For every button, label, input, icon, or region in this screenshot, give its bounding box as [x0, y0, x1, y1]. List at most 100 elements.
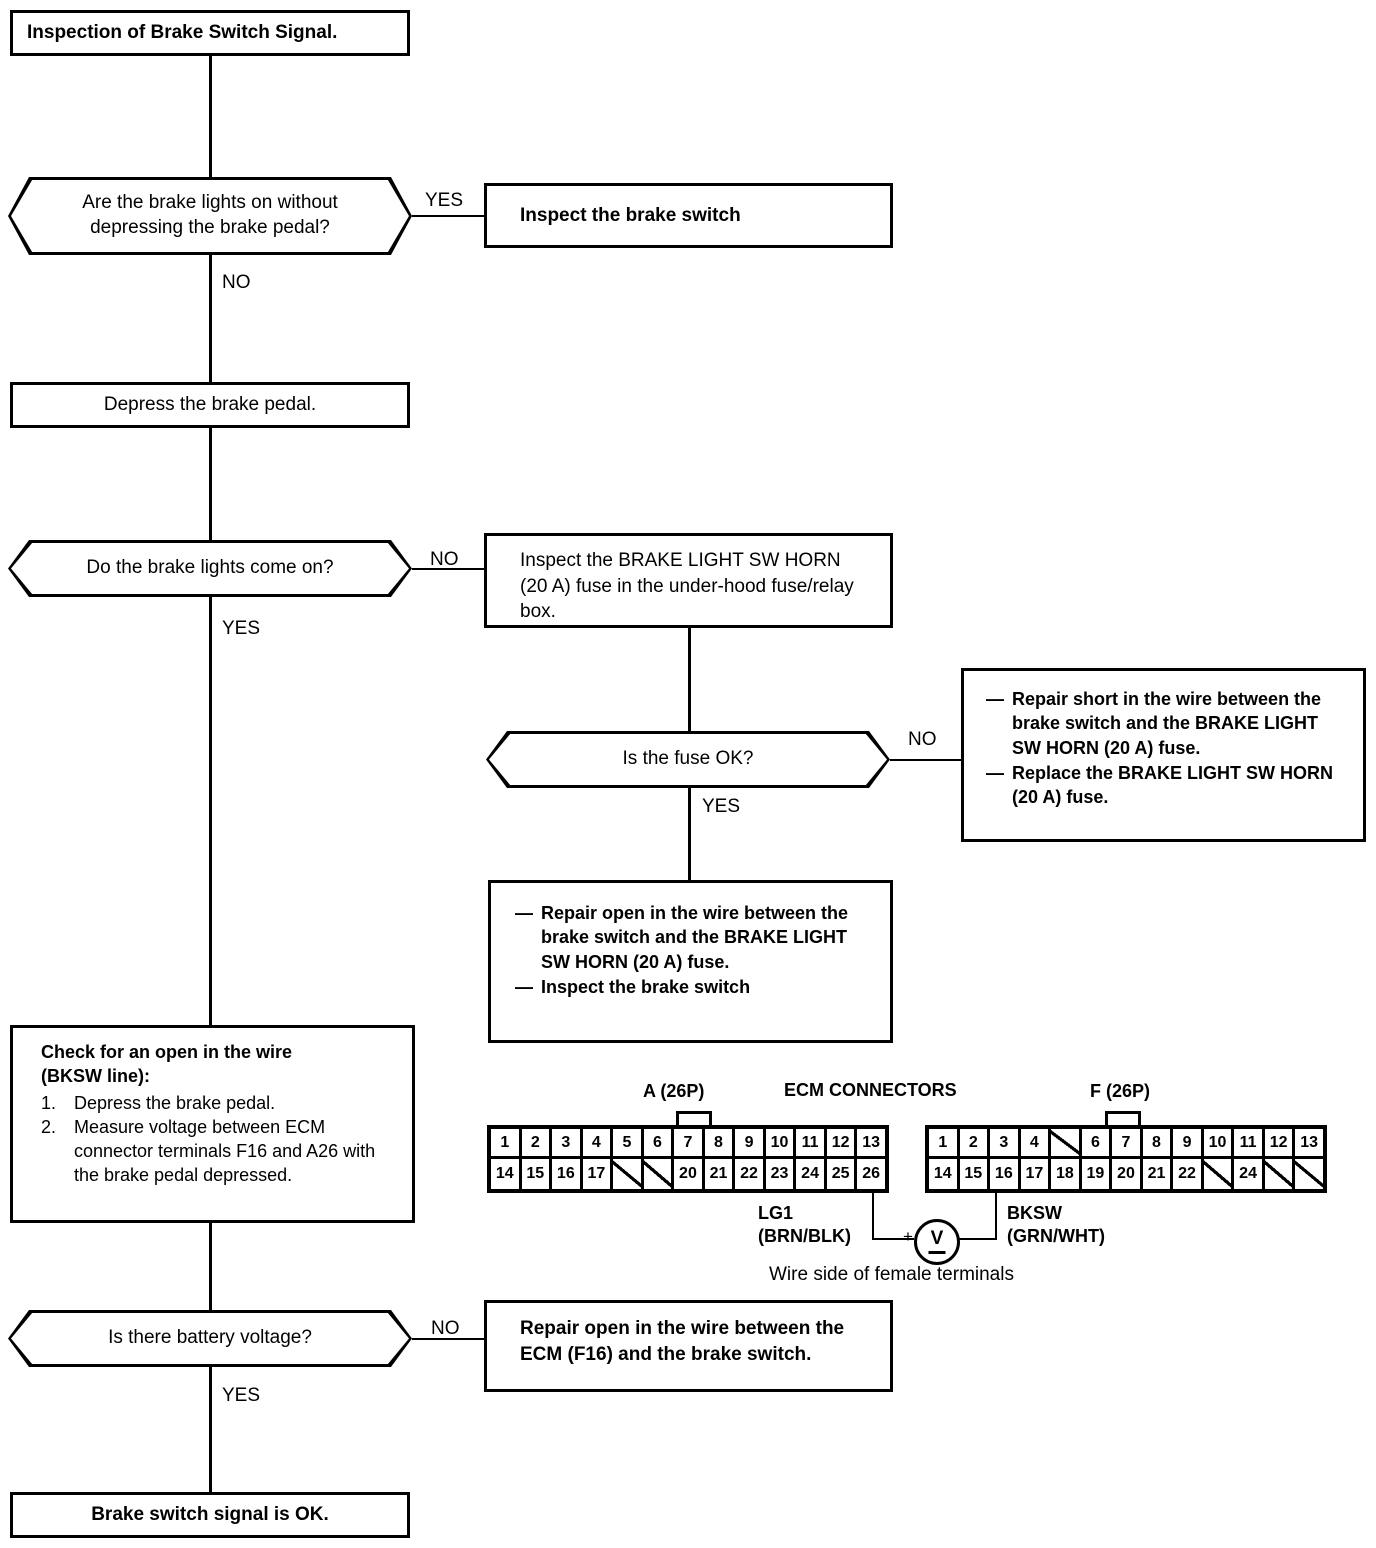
pin-cell: 11	[796, 1129, 827, 1159]
connector-fusebox-to-q3	[688, 628, 691, 731]
repair-open-ecm-box: Repair open in the wire between the ECM …	[484, 1300, 893, 1392]
decision-fuse-ok: Is the fuse OK?	[486, 731, 890, 788]
pin-cell: 1	[491, 1129, 522, 1159]
pin-cell: 3	[990, 1129, 1021, 1159]
dash-marker: —	[986, 762, 1004, 783]
branch-label-q1-yes: YES	[425, 190, 464, 211]
list-item: — Repair short in the wire between the b…	[986, 687, 1349, 760]
wire-lg1-drop	[872, 1193, 874, 1240]
connector-q1-yes	[412, 215, 484, 217]
final-result-box: Brake switch signal is OK.	[10, 1492, 410, 1538]
connector-action1-to-q2	[209, 428, 212, 540]
list-item: 1. Depress the brake pedal.	[41, 1091, 402, 1115]
meter-polarity-plus: +	[903, 1227, 913, 1246]
pin-cell: 6	[1081, 1129, 1113, 1159]
branch-label-q2-no: NO	[430, 549, 459, 570]
pin-cell: 17	[582, 1159, 614, 1189]
connector-q4-yes	[209, 1367, 212, 1492]
list-item: — Inspect the brake switch	[515, 975, 876, 999]
branch-label-q4-no: NO	[431, 1318, 460, 1339]
decision-fuse-ok-label: Is the fuse OK?	[622, 748, 754, 770]
title-box-label: Inspection of Brake Switch Signal.	[27, 22, 338, 44]
ecm-connectors-heading: ECM CONNECTORS	[784, 1080, 957, 1100]
decision-brake-lights-without-pedal: Are the brake lights on without depressi…	[8, 177, 412, 255]
pin-cell: 11	[1234, 1129, 1265, 1159]
connector-f-title: F (26P)	[1090, 1081, 1151, 1101]
pin-cell: 24	[796, 1159, 827, 1189]
list-item: — Replace the BRAKE LIGHT SW HORN (20 A)…	[986, 761, 1349, 810]
pin-cell: 8	[704, 1129, 736, 1159]
repair-short-list: — Repair short in the wire between the b…	[986, 687, 1349, 809]
branch-label-q2-yes: YES	[222, 618, 261, 639]
connector-q2-no	[412, 568, 484, 570]
check-open-steps: 1. Depress the brake pedal. 2. Measure v…	[41, 1091, 402, 1188]
connector-q3-no	[890, 759, 962, 761]
pin-cell: 20	[674, 1159, 705, 1189]
decision-brake-lights-come-on-label: Do the brake lights come on?	[86, 557, 334, 579]
check-open-wire-box: Check for an open in the wire (BKSW line…	[10, 1025, 415, 1223]
connector-a-key-tab	[676, 1111, 712, 1126]
pin-cell: 9	[1173, 1129, 1204, 1159]
pin-cell: 16	[552, 1159, 583, 1189]
list-item-text: Inspect the brake switch	[541, 976, 751, 997]
pin-cell: 18	[1051, 1159, 1082, 1189]
pin-cell: 10	[765, 1129, 797, 1159]
pin-cell: 20	[1112, 1159, 1143, 1189]
pin-cell-unused	[613, 1159, 644, 1189]
wire-label-bksw: BKSW (GRN/WHT)	[1007, 1202, 1105, 1247]
connector-q1-no	[209, 255, 212, 382]
pin-cell: 5	[613, 1129, 644, 1159]
pin-cell: 2	[959, 1129, 991, 1159]
connector-a-pins: 1 2 3 4 5 6 7 8 9 10 11 12 13 14 15 16 1…	[487, 1125, 889, 1193]
pin-cell-unused	[1264, 1159, 1296, 1189]
repair-open-list: — Repair open in the wire between the br…	[515, 901, 876, 999]
connector-q4-no	[412, 1338, 484, 1340]
check-open-heading-line1: Check for an open in the wire	[41, 1042, 293, 1062]
dash-marker: —	[515, 903, 533, 923]
pin-cell: 10	[1203, 1129, 1235, 1159]
wire-bksw-drop	[995, 1193, 997, 1240]
pin-cell: 6	[643, 1129, 675, 1159]
pin-cell: 22	[735, 1159, 766, 1189]
pin-cell: 14	[929, 1159, 960, 1189]
pin-cell-unused	[643, 1159, 675, 1189]
connector-f-key-tab	[1105, 1111, 1141, 1126]
pin-cell: 2	[521, 1129, 553, 1159]
dash-marker: —	[986, 689, 1004, 709]
pin-cell: 24	[1234, 1159, 1265, 1189]
connector-q2-yes	[209, 597, 212, 1025]
pin-cell: 4	[1020, 1129, 1052, 1159]
pin-cell: 22	[1173, 1159, 1204, 1189]
list-item-text: Repair short in the wire between the bra…	[1012, 689, 1322, 758]
pin-cell: 15	[521, 1159, 553, 1189]
voltmeter-dc-bar	[928, 1251, 946, 1254]
depress-pedal-box: Depress the brake pedal.	[10, 382, 410, 428]
connector-f-top-row: 1 2 3 4 6 7 8 9 10 11 12 13	[929, 1129, 1323, 1159]
list-item: — Repair open in the wire between the br…	[515, 901, 876, 974]
pin-cell: 13	[1295, 1129, 1323, 1159]
pin-cell: 7	[674, 1129, 705, 1159]
wire-label-bksw-color: (GRN/WHT)	[1007, 1225, 1105, 1246]
pin-cell-unused	[1051, 1129, 1082, 1159]
pin-cell: 8	[1142, 1129, 1174, 1159]
repair-open-ecm-label: Repair open in the wire between the ECM …	[520, 1318, 845, 1365]
wire-label-bksw-name: BKSW	[1007, 1203, 1062, 1223]
connector-a-bottom-row: 14 15 16 17 20 21 22 23 24 25 26	[491, 1159, 885, 1189]
decision-battery-voltage: Is there battery voltage?	[8, 1310, 412, 1367]
pin-cell: 26	[857, 1159, 885, 1189]
pin-cell: 15	[959, 1159, 991, 1189]
depress-pedal-label: Depress the brake pedal.	[103, 394, 317, 416]
wire-bksw-run	[954, 1238, 997, 1240]
decision-brake-lights-come-on: Do the brake lights come on?	[8, 540, 412, 597]
title-box: Inspection of Brake Switch Signal.	[10, 10, 410, 56]
inspect-brake-switch-box: Inspect the brake switch	[484, 183, 893, 248]
repair-open-box: — Repair open in the wire between the br…	[488, 880, 893, 1043]
ecm-connectors-caption: Wire side of female terminals	[769, 1264, 1014, 1285]
pin-cell: 13	[857, 1129, 885, 1159]
pin-cell: 17	[1020, 1159, 1052, 1189]
pin-cell: 16	[990, 1159, 1021, 1189]
pin-cell: 21	[704, 1159, 736, 1189]
wire-label-lg1: LG1 (BRN/BLK)	[758, 1202, 851, 1247]
connector-title-to-q1	[209, 56, 212, 177]
